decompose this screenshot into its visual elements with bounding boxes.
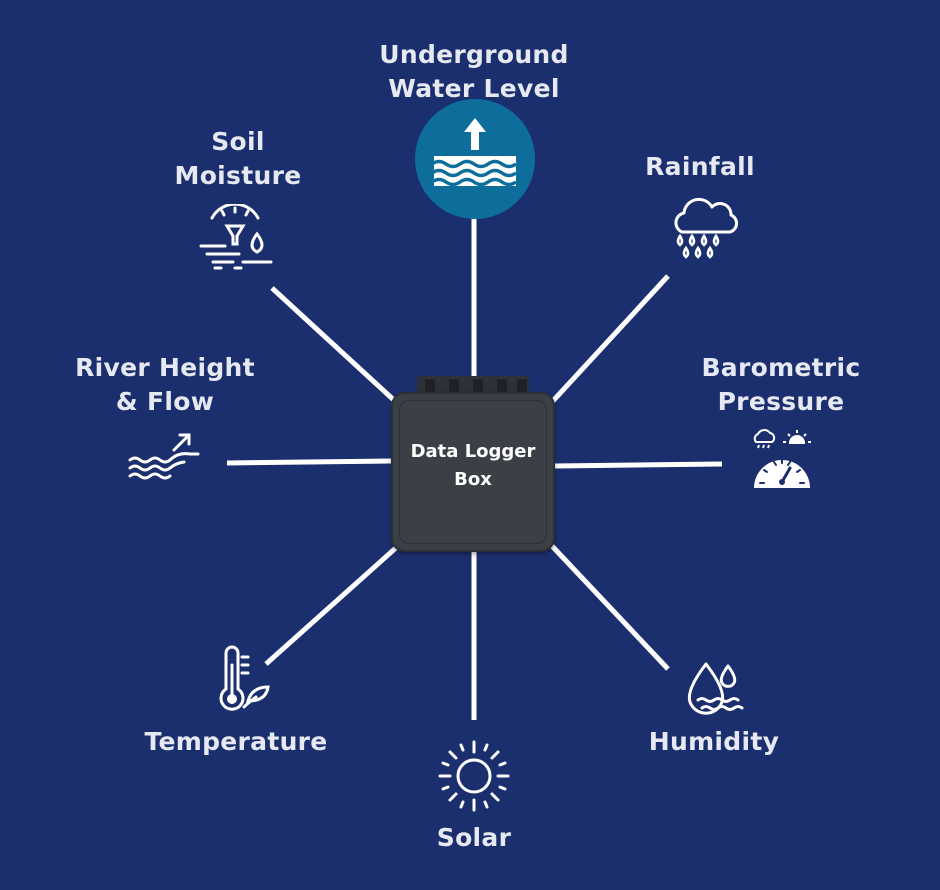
connector-river bbox=[226, 458, 393, 466]
label-line-1: Barometric bbox=[701, 353, 861, 382]
humidity-drops-icon bbox=[687, 662, 744, 715]
barometer-gauge-icon bbox=[753, 429, 811, 488]
connector-rainfall bbox=[550, 274, 670, 404]
label-line-2: & Flow bbox=[115, 387, 215, 416]
label-solar: Solar bbox=[404, 821, 544, 855]
logger-body bbox=[391, 392, 555, 552]
label-barometric-pressure: Barometric Pressure bbox=[686, 351, 876, 419]
connector-soil bbox=[270, 286, 398, 404]
label-temperature: Temperature bbox=[136, 725, 336, 759]
label-humidity: Humidity bbox=[634, 725, 794, 759]
label-line-1: Temperature bbox=[144, 727, 328, 756]
connector-barometric bbox=[554, 461, 723, 469]
label-line-1: Soil bbox=[211, 127, 265, 156]
data-logger-box: Data Logger Box bbox=[391, 376, 555, 554]
label-line-2: Water Level bbox=[388, 74, 560, 103]
connector-temperature bbox=[264, 544, 400, 666]
label-rainfall: Rainfall bbox=[630, 150, 770, 184]
connector-humidity bbox=[550, 544, 670, 671]
label-line-2: Pressure bbox=[717, 387, 845, 416]
label-river-height-flow: River Height & Flow bbox=[70, 351, 260, 419]
label-line-1: Rainfall bbox=[645, 152, 755, 181]
sun-icon bbox=[438, 740, 510, 812]
logger-label-line-1: Data Logger bbox=[410, 441, 536, 462]
label-soil-moisture: Soil Moisture bbox=[158, 125, 318, 193]
label-line-1: Humidity bbox=[648, 727, 780, 756]
rain-cloud-icon bbox=[674, 197, 739, 259]
logger-label: Data Logger Box bbox=[391, 438, 555, 494]
label-underground-water-level: Underground Water Level bbox=[364, 38, 584, 106]
water-level-up-icon bbox=[415, 99, 535, 219]
logger-label-line-2: Box bbox=[454, 469, 492, 490]
river-flow-icon bbox=[128, 433, 200, 480]
label-line-2: Moisture bbox=[174, 161, 302, 190]
label-line-1: Solar bbox=[436, 823, 512, 852]
label-line-1: River Height bbox=[75, 353, 255, 382]
thermometer-leaf-icon bbox=[219, 645, 270, 711]
soil-moisture-gauge-icon bbox=[199, 204, 273, 270]
label-line-1: Underground bbox=[379, 40, 569, 69]
